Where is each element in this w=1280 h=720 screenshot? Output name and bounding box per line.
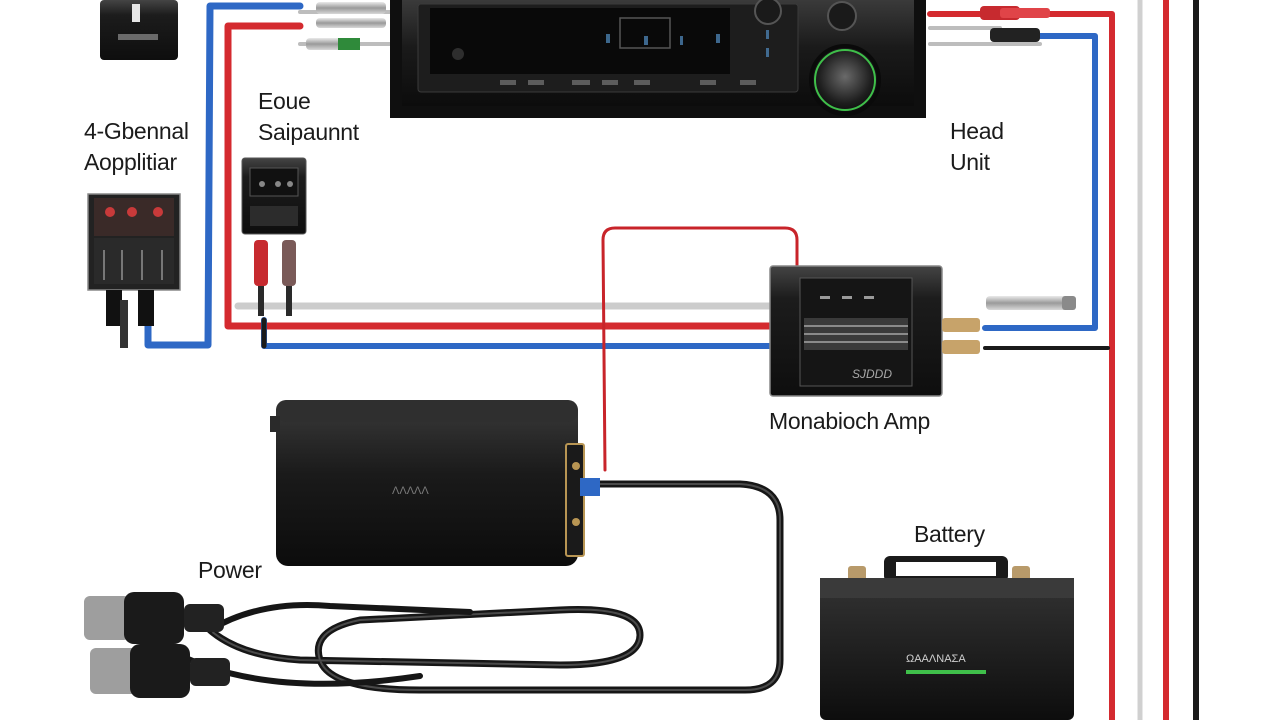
power-brand: ΛΛΛΛΛ [392,485,429,497]
top-left-module [100,0,178,60]
battery-brand: ΩΑΑΛΝΑΣΑ [906,653,966,665]
monoblock-badge: SJDDD [852,367,892,381]
label-power: Power [198,557,262,583]
remote-wire [601,226,799,472]
signal-wire-left [144,2,304,349]
subwoofer-module-device [241,157,307,316]
head-unit-device [306,0,1050,118]
label-monoblock-amp: Monabioch Amp [769,408,931,434]
four-channel-amp-device [87,193,181,348]
label-four-channel-amp: 4-Gbennal Aopplitiar [84,118,189,175]
signal-wire-right [982,33,1098,331]
label-bone-subwoofer: Eoue Saipaunnt [258,88,359,145]
battery-device: ΩΑΑΛΝΑΣΑ [820,556,1074,720]
monoblock-amp-device: SJDDD [769,265,1076,397]
volume-knob [809,44,881,116]
label-battery: Battery [914,521,985,547]
power-wire-left [224,22,774,330]
label-head-unit: Head Unit [950,118,1004,175]
power-block-device: ΛΛΛΛΛ [84,400,600,698]
